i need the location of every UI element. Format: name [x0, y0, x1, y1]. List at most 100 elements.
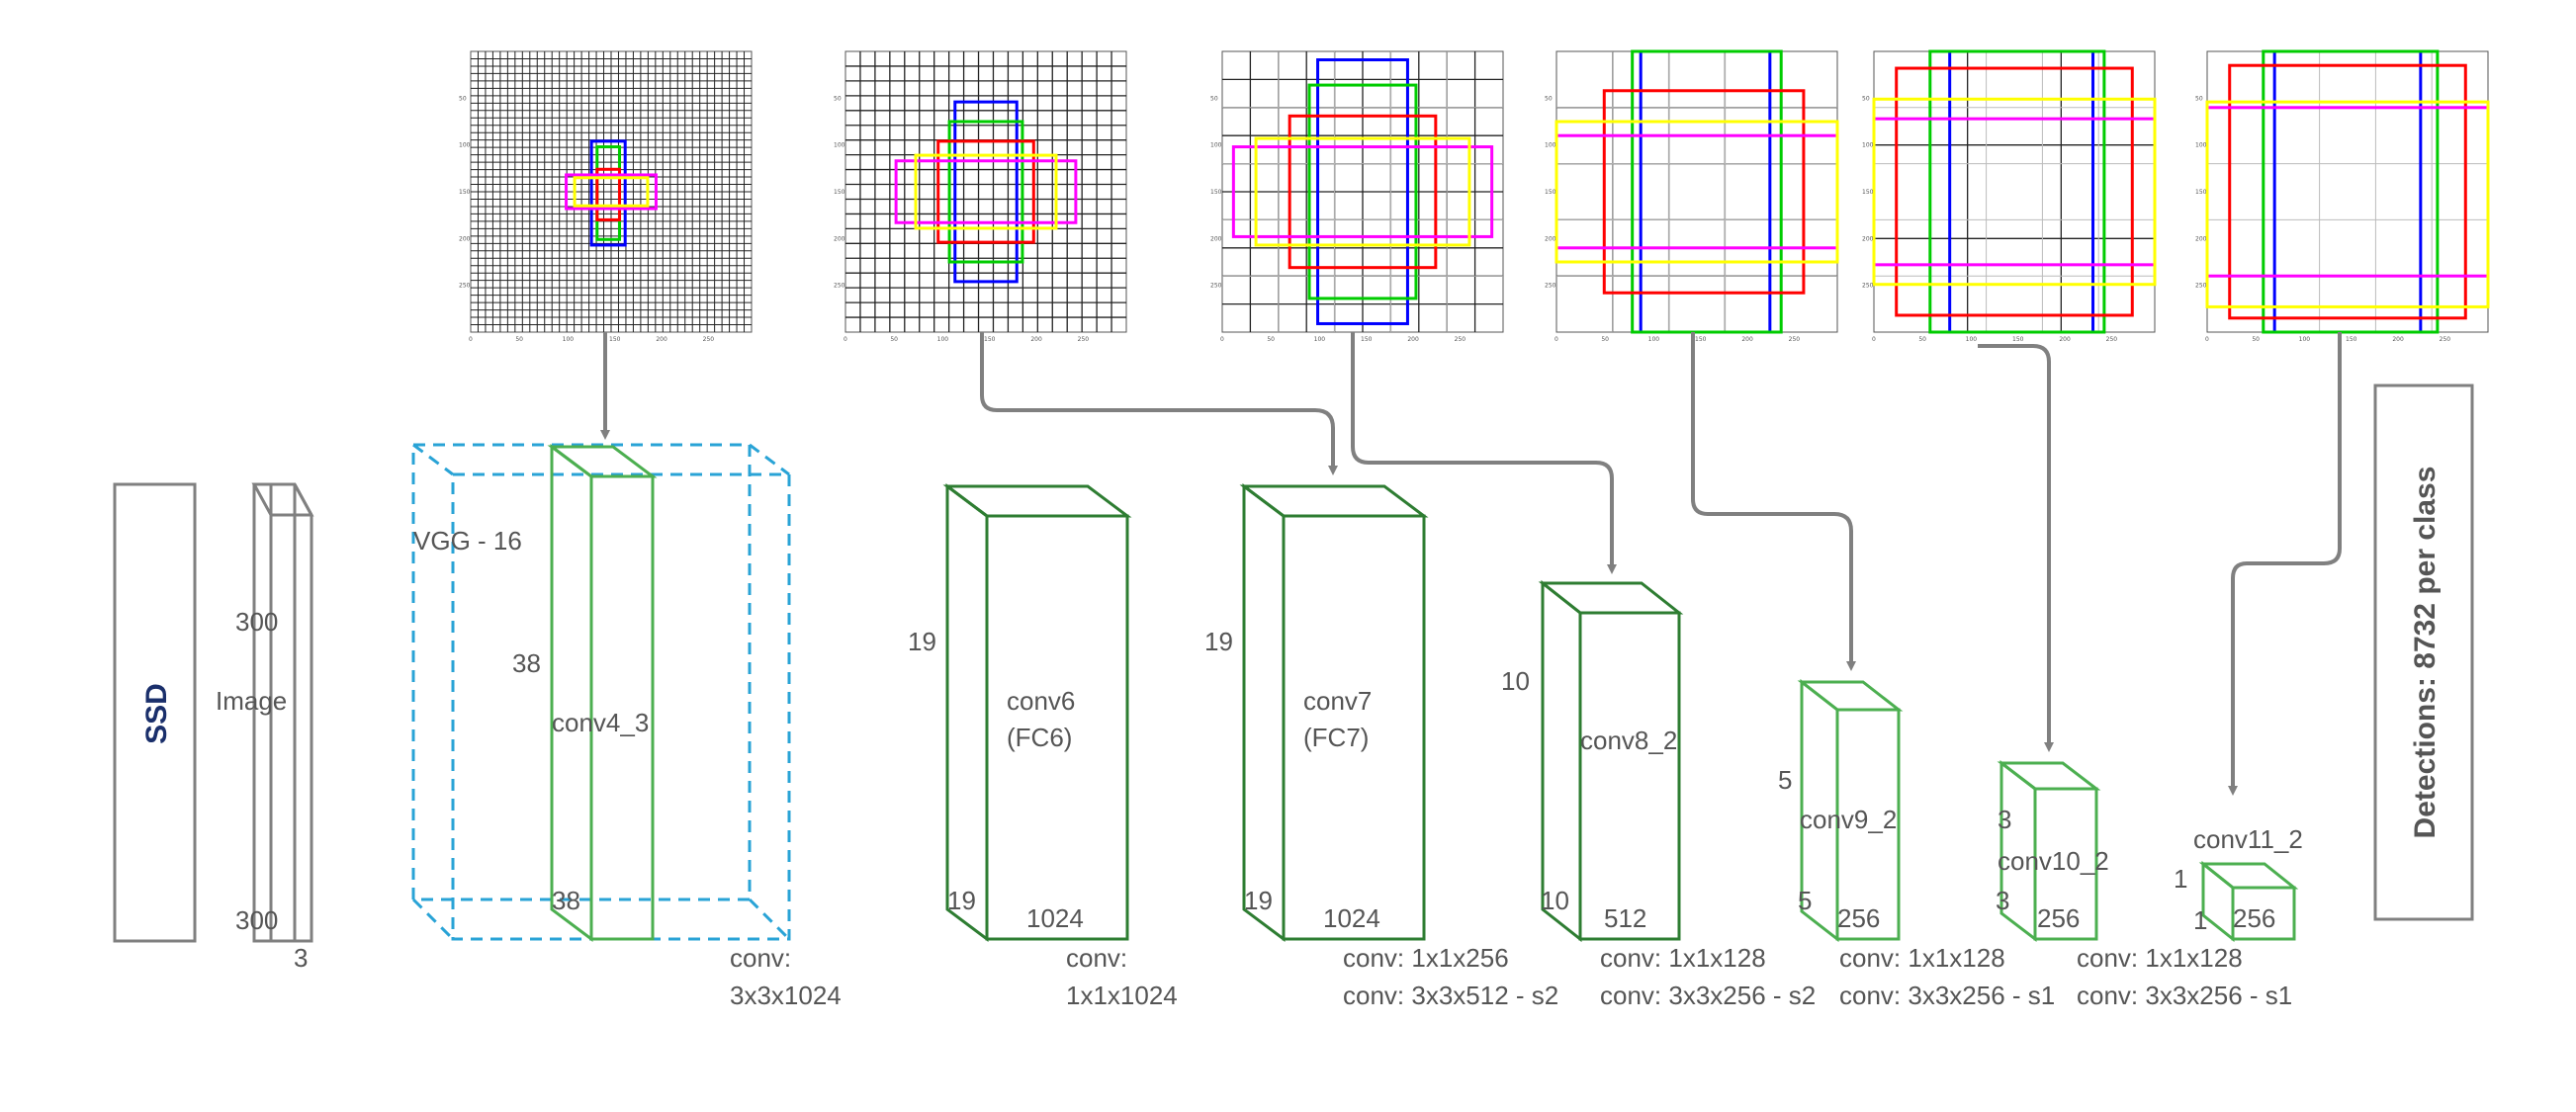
tick-label-y: 100 [459, 142, 471, 149]
tick-label-x: 0 [1220, 336, 1224, 343]
anchor-box [914, 153, 1058, 230]
tick-label-y: 200 [834, 235, 845, 242]
tick-label-y: 50 [1545, 95, 1553, 102]
tick-label-x: 200 [1030, 336, 1042, 343]
tick-label-y: 50 [834, 95, 842, 102]
tick-label-y: 200 [2195, 235, 2207, 242]
feature-map-frame [2206, 50, 2489, 333]
layer-conv10_2 [1997, 759, 2101, 943]
anchor-box [1895, 66, 2134, 317]
tick-label-x: 0 [469, 336, 473, 343]
tick-label-x: 100 [563, 336, 575, 343]
layer-name-conv4_3: conv4_3 [552, 708, 649, 737]
tick-label-y: 100 [1862, 142, 1874, 149]
tick-label-y: 200 [459, 235, 471, 242]
tick-label-x: 250 [1455, 336, 1466, 343]
tick-label-x: 0 [1872, 336, 1876, 343]
tick-label-y: 200 [1210, 235, 1222, 242]
tick-label-x: 50 [1267, 336, 1275, 343]
image-width-label: 300 [235, 905, 278, 935]
layer-depth-conv7: 1024 [1323, 903, 1380, 933]
tick-label-y: 50 [2195, 95, 2203, 102]
tick-label-x: 100 [1966, 336, 1978, 343]
tick-label-y: 150 [459, 189, 471, 196]
tick-label-y: 50 [459, 95, 467, 102]
anchor-box [1554, 120, 1839, 264]
tick-label-x: 50 [2252, 336, 2260, 343]
tick-label-y: 100 [1545, 142, 1556, 149]
anchor-box [1602, 89, 1806, 295]
cuboid-front [2033, 787, 2098, 941]
layer-conv11_2 [2198, 860, 2299, 943]
tick-label-x: 200 [656, 336, 667, 343]
anchor-box [953, 100, 1019, 284]
tick-label-y: 250 [1210, 283, 1222, 290]
tick-label-x: 250 [2106, 336, 2118, 343]
tick-label-x: 250 [703, 336, 715, 343]
layer-size-conv11_2: 1 [2174, 864, 2187, 894]
tick-label-y: 250 [834, 283, 845, 290]
layer-depth-conv6: 1024 [1026, 903, 1084, 933]
cuboid-side [1242, 483, 1286, 942]
anchor-box [1254, 136, 1471, 247]
anchor-box [573, 176, 650, 208]
arrow-4 [1691, 332, 1856, 671]
image-label: Image [216, 686, 287, 716]
layer-size2-conv9_2: 5 [1798, 886, 1812, 915]
layer-conv9_2 [1797, 678, 1904, 943]
tick-label-y: 150 [1210, 189, 1222, 196]
layer-size2-conv7: 19 [1244, 886, 1273, 915]
feature-map-faint-grid [1222, 51, 1503, 332]
tick-label-y: 200 [1545, 235, 1556, 242]
cuboid-side [2201, 860, 2235, 943]
feature-map-frame [1555, 50, 1838, 333]
layer-size2-conv4_3: 38 [552, 886, 580, 915]
arrow-6 [2228, 332, 2342, 796]
layer-size-conv8_2: 10 [1501, 666, 1530, 696]
layer-conv2-conv10_2: conv: 3x3x256 - s1 [2077, 981, 2292, 1010]
vgg16-block [411, 443, 791, 941]
anchor-box [565, 173, 658, 211]
feature-map-frame [844, 50, 1127, 333]
tick-label-y: 150 [1862, 189, 1874, 196]
tick-label-y: 250 [1862, 283, 1874, 290]
layer-conv1-conv4_3: conv: [730, 943, 791, 973]
anchor-box [1872, 97, 2157, 287]
cuboid-front [985, 514, 1129, 941]
ssd-panel: SSD [113, 482, 197, 943]
conv-layers: conv4_33838conv:3x3x1024conv6(FC6)191910… [512, 444, 2303, 1010]
layer-conv2-conv6: 1x1x1024 [1066, 981, 1178, 1010]
layer-conv2-conv7: conv: 3x3x512 - s2 [1343, 981, 1558, 1010]
feature-map-grid [845, 51, 1126, 332]
layer-name-conv11_2: conv11_2 [2193, 824, 2303, 854]
layer-conv1-conv8_2: conv: 1x1x128 [1600, 943, 1766, 973]
connection-arrows [600, 332, 2342, 796]
arrow-2 [980, 332, 1338, 475]
tick-label-x: 50 [890, 336, 898, 343]
layer-conv1-conv7: conv: 1x1x256 [1343, 943, 1509, 973]
tick-label-x: 100 [1314, 336, 1326, 343]
cuboid-top [1997, 761, 2101, 791]
tick-label-x: 0 [844, 336, 847, 343]
anchor-box [1631, 49, 1783, 334]
tick-label-y: 150 [834, 189, 845, 196]
tick-label-y: 50 [1862, 95, 1870, 102]
layer-name2-conv7: (FC7) [1303, 723, 1369, 752]
anchor-box [2262, 49, 2440, 334]
tick-label-x: 250 [2440, 336, 2451, 343]
layer-conv1-conv9_2: conv: 1x1x128 [1839, 943, 2005, 973]
anchor-box [1316, 58, 1409, 325]
tick-label-x: 150 [2346, 336, 2357, 343]
tick-label-x: 200 [2392, 336, 2404, 343]
ssd-label: SSD [140, 683, 173, 744]
layer-conv7 [1239, 483, 1429, 942]
layer-size-conv7: 19 [1204, 627, 1233, 656]
anchor-box [1288, 114, 1438, 270]
anchor-box [894, 159, 1078, 224]
tick-label-x: 150 [2012, 336, 2024, 343]
tick-label-x: 50 [1918, 336, 1926, 343]
layer-conv1-conv6: conv: [1066, 943, 1127, 973]
